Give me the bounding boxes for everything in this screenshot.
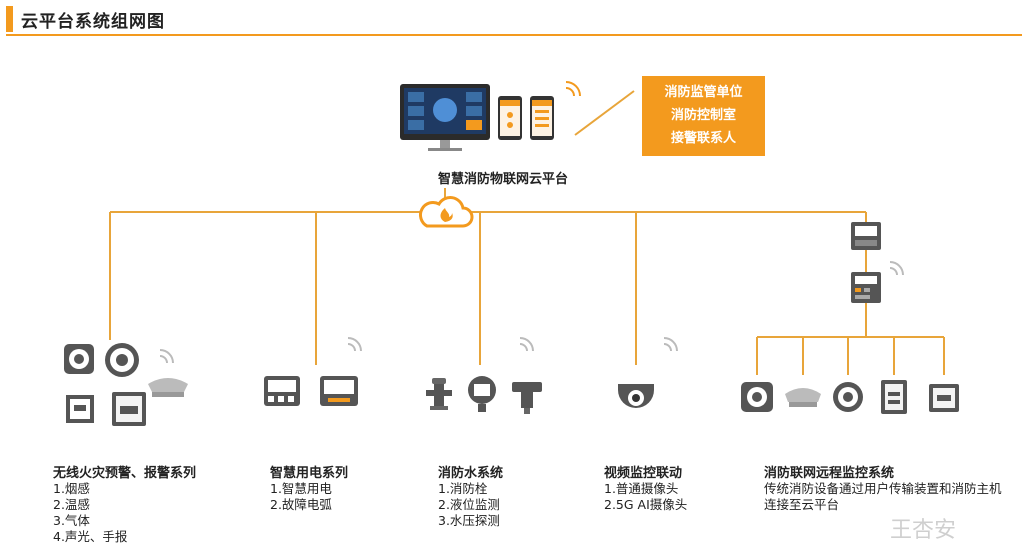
wifi-signal-icon bbox=[663, 337, 678, 352]
pressure-sensor-icon bbox=[512, 382, 542, 414]
platform-label: 智慧消防物联网云平台 bbox=[438, 172, 569, 187]
smoke-detector-icon bbox=[741, 382, 773, 412]
arc-fault-detector-icon bbox=[320, 376, 358, 406]
wifi-signal-icon bbox=[565, 81, 581, 97]
system-video-linkage: 视频监控联动 1.普通摄像头 2.5G AI摄像头 bbox=[604, 462, 687, 513]
dome-camera-icon bbox=[618, 384, 654, 408]
title-accent-bar bbox=[6, 6, 13, 32]
system-wireless-alarm: 无线火灾预警、报警系列 1.烟感 2.温感 3.气体 4.声光、手报 bbox=[53, 462, 196, 545]
wifi-signal-icon bbox=[347, 337, 362, 352]
phone-icon bbox=[498, 96, 522, 140]
level-sensor-icon bbox=[468, 376, 496, 412]
heat-detector-icon bbox=[105, 343, 139, 377]
smart-meter-icon bbox=[264, 376, 300, 406]
cloud-fire-icon bbox=[418, 196, 474, 228]
monitoring-units-box: 消防监管单位 消防控制室 接警联系人 bbox=[642, 76, 765, 156]
system-title: 视频监控联动 bbox=[604, 466, 683, 481]
system-title: 智慧用电系列 bbox=[270, 466, 349, 481]
system-title: 消防联网远程监控系统 bbox=[764, 466, 895, 481]
system-item: 连接至云平台 bbox=[764, 497, 840, 512]
hydrant-icon bbox=[426, 378, 452, 410]
system-item: 3.水压探测 bbox=[438, 513, 500, 528]
manual-call-point-icon bbox=[881, 380, 907, 414]
gas-detector-icon bbox=[148, 378, 188, 397]
system-remote-monitoring: 消防联网远程监控系统 传统消防设备通过用户传输装置和消防主机 连接至云平台 bbox=[764, 462, 1002, 513]
monitor-line: 消防控制室 bbox=[670, 108, 736, 123]
monitor-icon bbox=[400, 84, 490, 151]
wifi-signal-icon bbox=[889, 261, 904, 276]
page-title: 云平台系统组网图 bbox=[21, 12, 165, 32]
phone-icon bbox=[530, 96, 554, 140]
monitor-line: 接警联系人 bbox=[670, 131, 736, 146]
system-item: 4.声光、手报 bbox=[53, 529, 128, 544]
heat-detector-icon bbox=[785, 388, 821, 407]
system-item: 1.普通摄像头 bbox=[604, 481, 679, 496]
connection-lines bbox=[109, 90, 945, 375]
system-item: 2.5G AI摄像头 bbox=[604, 497, 688, 512]
system-item: 1.烟感 bbox=[53, 481, 90, 496]
system-item: 3.气体 bbox=[53, 513, 90, 528]
system-fire-water: 消防水系统 1.消防栓 2.液位监测 3.水压探测 bbox=[438, 462, 503, 529]
system-smart-power: 智慧用电系列 1.智慧用电 2.故障电弧 bbox=[270, 462, 348, 513]
platform-to-monitor-line bbox=[574, 90, 635, 136]
system-item: 2.温感 bbox=[53, 497, 90, 512]
manual-call-point-icon bbox=[66, 395, 94, 423]
monitor-line: 消防监管单位 bbox=[664, 85, 743, 100]
wifi-signal-icon bbox=[159, 349, 174, 364]
smoke-detector-icon bbox=[64, 344, 94, 374]
sounder-strobe-icon bbox=[929, 384, 959, 412]
sounder-strobe-icon bbox=[112, 392, 146, 426]
fire-alarm-host-icon bbox=[851, 272, 881, 303]
wifi-signal-icon bbox=[519, 337, 534, 352]
system-item: 1.智慧用电 bbox=[270, 481, 332, 496]
title-divider bbox=[6, 34, 1022, 36]
user-transmission-device-icon bbox=[851, 222, 881, 250]
system-item: 2.故障电弧 bbox=[270, 497, 332, 512]
watermark: 王杏安 bbox=[890, 518, 957, 543]
system-title: 消防水系统 bbox=[438, 466, 504, 481]
system-item: 2.液位监测 bbox=[438, 497, 500, 512]
system-title: 无线火灾预警、报警系列 bbox=[53, 466, 197, 481]
gas-detector-icon bbox=[833, 382, 863, 412]
system-item: 1.消防栓 bbox=[438, 481, 488, 496]
system-item: 传统消防设备通过用户传输装置和消防主机 bbox=[764, 481, 1002, 496]
